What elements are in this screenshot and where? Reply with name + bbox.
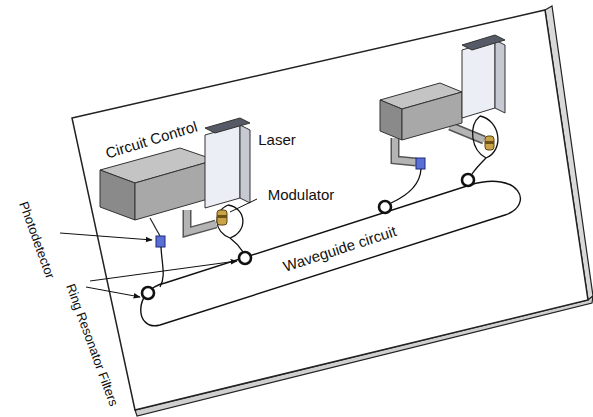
left-module — [100, 118, 250, 287]
waveguide-loop — [141, 181, 521, 325]
ring-resonators — [142, 174, 474, 299]
part-label: Modulator — [268, 187, 335, 204]
part-label: Laser — [258, 132, 296, 149]
part-label: Photodetector — [15, 200, 56, 281]
right-module — [380, 35, 505, 203]
leader-lines — [60, 199, 257, 297]
board — [72, 6, 593, 416]
